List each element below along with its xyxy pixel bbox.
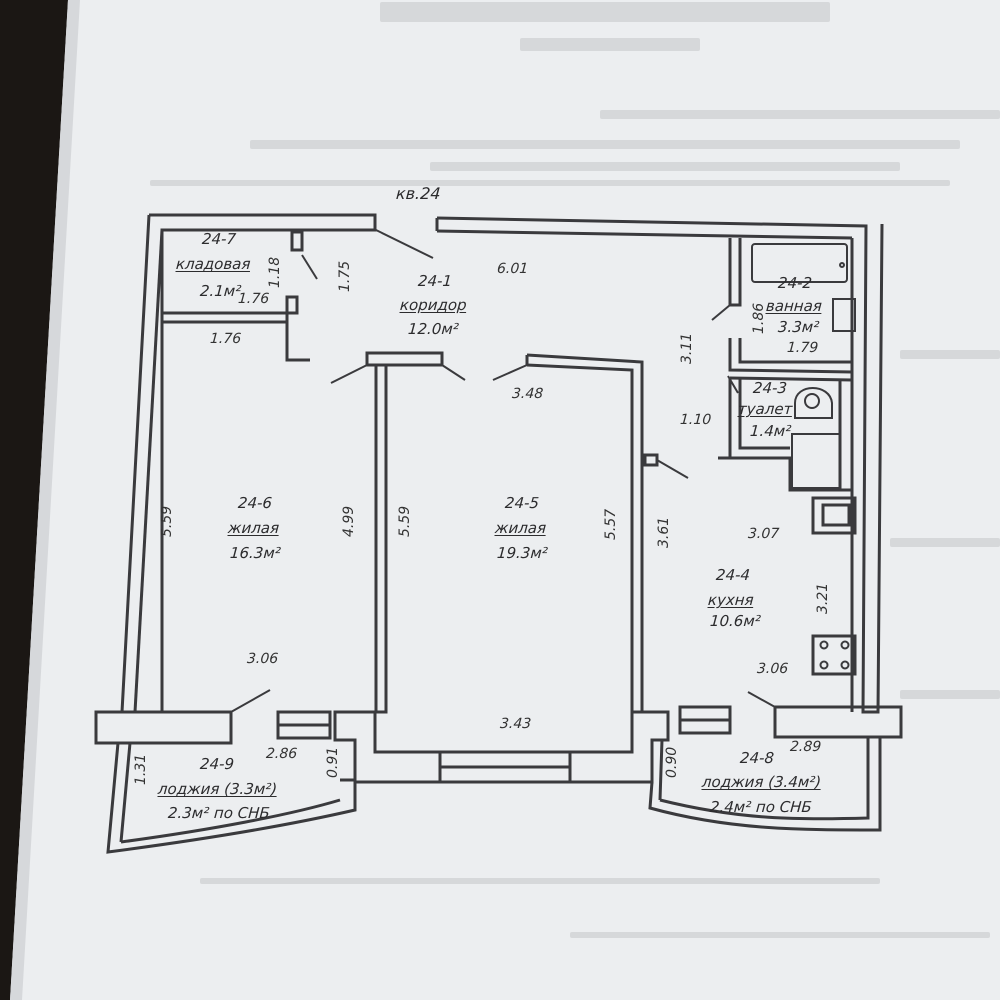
room-area: 12.0м²: [407, 320, 460, 338]
dimension: 3.06: [756, 661, 789, 677]
dimension: 1.76: [237, 291, 270, 307]
ghost-line: [570, 932, 990, 938]
dimension: 3.61: [656, 516, 672, 548]
dimension: 3.06: [246, 651, 279, 667]
loggia-right-outline: [648, 737, 882, 832]
room-number: 24-5: [504, 494, 540, 512]
storage-door-jamb: [290, 230, 304, 252]
room-name: кухня: [707, 591, 755, 609]
room-area: 16.3м²: [229, 544, 282, 562]
dimension: 2.89: [789, 739, 822, 755]
toilet-bowl: [794, 387, 833, 419]
dimension: 3.11: [679, 332, 695, 364]
dimension: 2.86: [265, 746, 298, 762]
room-name: коридор: [399, 296, 468, 314]
ghost-line: [520, 38, 700, 51]
ghost-line: [250, 140, 960, 149]
room-number: 24-1: [417, 272, 453, 290]
outer-wall-left-inner: [133, 229, 164, 713]
kitchen-sink: [811, 496, 857, 535]
room-name: туалет: [737, 400, 794, 418]
apartment-label: кв.24: [395, 184, 442, 203]
storage-wall: [162, 295, 310, 362]
dimension: 0.90: [664, 746, 680, 778]
dimension: 1.75: [337, 260, 353, 292]
dimension: 1.86: [751, 302, 767, 334]
loggia-left-curve: [120, 798, 341, 844]
room-area: 10.6м²: [709, 612, 762, 630]
dimension: 1.31: [133, 753, 149, 785]
room-name: жилая: [494, 519, 547, 537]
room-area: 2.3м² по СНБ: [167, 804, 271, 822]
outer-wall-top-left: [149, 213, 377, 712]
dimension: 3.07: [747, 526, 780, 542]
ghost-line: [200, 878, 880, 884]
partition-5-4: [526, 353, 644, 712]
dimension: 1.10: [679, 412, 712, 428]
room-area: 2.4м² по СНБ: [709, 798, 813, 816]
dimension: 3.43: [499, 716, 532, 732]
room-number: 24-6: [237, 494, 273, 512]
ghost-line: [600, 110, 1000, 119]
outer-wall-top-right: [436, 216, 884, 714]
room-area: 3.3м²: [777, 318, 820, 336]
bath-washbasin: [832, 298, 856, 332]
dimension: 5.59: [159, 505, 175, 537]
dimension: 5.59: [397, 505, 413, 537]
room-name: жилая: [227, 519, 280, 537]
loggia-right-inner: [658, 739, 664, 801]
center-bottom-wall-right: [568, 710, 670, 784]
room-name: кладовая: [175, 255, 252, 273]
room-number: 24-9: [199, 755, 235, 773]
dimension: 6.01: [496, 261, 529, 277]
loggia-left-slab: [94, 710, 233, 745]
loggia-right-curve: [659, 737, 870, 821]
loggia-right-slab: [773, 705, 903, 739]
bath-block-wall: [728, 238, 742, 307]
ghost-line: [900, 690, 1000, 699]
outer-wall-top-right-inner: [436, 229, 853, 240]
loggia-left-inner: [119, 742, 132, 843]
ghost-line: [890, 538, 1000, 547]
dimension: 3.21: [815, 582, 831, 614]
room-area: 19.3м²: [496, 544, 549, 562]
dimension: 3.48: [511, 386, 544, 402]
room-name: лоджия (3.4м²): [701, 773, 822, 791]
bathtub: [751, 243, 848, 283]
dimension: 1.18: [267, 256, 283, 288]
room-number: 24-3: [752, 379, 788, 397]
loggia-left-outline: [106, 742, 357, 854]
dimension: 5.57: [603, 508, 619, 540]
room-name: лоджия (3.3м²): [157, 780, 278, 798]
dimension: 1.79: [786, 340, 819, 356]
dimension: 0.91: [325, 746, 341, 778]
room-number: 24-2: [777, 274, 813, 292]
paper-shadow: [10, 0, 80, 1000]
room-area: 1.4м²: [749, 422, 792, 440]
ghost-line: [380, 2, 830, 22]
dimension: 1.76: [209, 331, 242, 347]
room-name: ванная: [765, 297, 823, 315]
ghost-line: [150, 180, 950, 186]
kitchen-stove: [811, 634, 857, 676]
toilet-tank: [791, 433, 841, 489]
ghost-line: [430, 162, 900, 171]
dimension: 4.99: [341, 505, 357, 537]
room-number: 24-7: [201, 230, 237, 248]
ghost-line: [900, 350, 1000, 359]
room-number: 24-4: [715, 566, 751, 584]
room-number: 24-8: [739, 749, 775, 767]
room-area: 2.1м²: [199, 282, 242, 300]
partition-6-5-head: [365, 351, 444, 367]
